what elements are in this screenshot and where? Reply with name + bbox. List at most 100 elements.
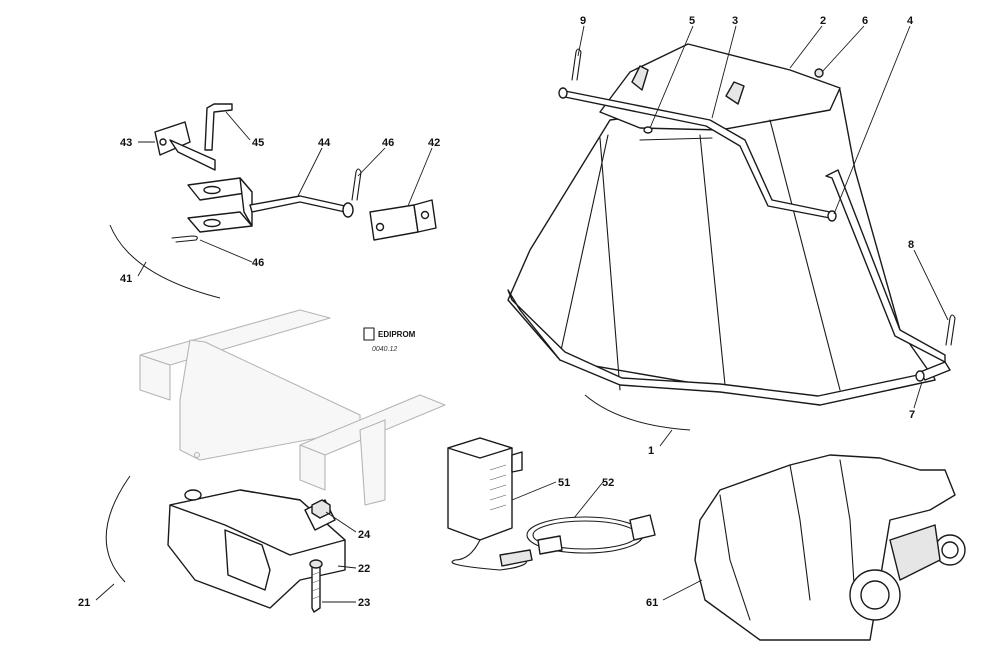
leader-24 (325, 511, 357, 533)
callout-23: 23 (358, 597, 370, 609)
hitch-rod-44 (249, 195, 346, 213)
bag-seam (699, 134, 726, 386)
callout-3: 3 (732, 15, 738, 27)
leader-46-upper (357, 147, 386, 177)
handle-end (558, 87, 568, 99)
mower-deck (889, 524, 941, 581)
callout-22: 22 (358, 563, 370, 575)
group-arc-41 (109, 224, 221, 299)
callout-42: 42 (428, 137, 440, 149)
callout-2: 2 (820, 15, 826, 27)
leader-8 (913, 249, 949, 321)
leader-3 (711, 25, 737, 119)
callout-21: 21 (78, 597, 90, 609)
leader-41 (137, 261, 147, 277)
angle-bracket-42 (369, 204, 419, 241)
callout-61: 61 (646, 597, 658, 609)
charger-cord (451, 539, 528, 571)
rear-wheel-hub (941, 541, 959, 559)
callout-46-upper: 46 (382, 137, 394, 149)
weight-boss (184, 489, 202, 501)
leader-6 (821, 25, 865, 73)
leader-7 (913, 381, 923, 409)
mains-plug (629, 514, 656, 541)
charger-assembly (447, 437, 656, 571)
callout-labels: 9 5 3 2 6 4 8 7 1 43 45 44 46 42 46 41 5… (78, 15, 915, 609)
knob-6 (814, 68, 824, 78)
leader-21 (95, 583, 115, 601)
callout-45: 45 (252, 137, 264, 149)
top-tab-left (631, 65, 649, 91)
frame-plate (179, 339, 361, 461)
leader-44 (297, 147, 323, 197)
callout-1: 1 (648, 445, 654, 457)
leader-4 (833, 25, 911, 215)
hitch-pin-45 (204, 103, 233, 151)
charger-prongs (511, 451, 523, 473)
bracket-hole (203, 185, 221, 195)
frame-leg (359, 419, 386, 506)
bag-seam (769, 119, 841, 391)
bracket-hole-42a (375, 222, 385, 232)
bracket-side (239, 177, 253, 227)
side-frame-bar (825, 169, 946, 363)
r-clip-46-upper (351, 168, 362, 201)
pin-7-end (915, 370, 925, 382)
weight-assembly (105, 475, 346, 613)
leader-61 (662, 579, 703, 601)
bracket-hole-42b (420, 210, 430, 220)
cable-connector (537, 535, 563, 555)
r-clip-9 (571, 48, 582, 81)
callout-24: 24 (358, 529, 371, 541)
grass-catcher-assembly (507, 43, 956, 431)
bag-seam (599, 137, 621, 391)
weight-handle-recess (224, 529, 271, 591)
leader-9 (577, 25, 585, 57)
hitch-assembly (109, 103, 437, 299)
frame-rail-lower-end (299, 444, 326, 491)
r-clip-8 (945, 314, 956, 346)
cover-folds (719, 459, 856, 621)
leader-lines (95, 25, 949, 603)
frame-bolt (193, 451, 201, 459)
callout-41: 41 (120, 273, 132, 285)
tractor-frame-ghost (139, 309, 446, 506)
leader-22 (337, 565, 357, 569)
callout-5: 5 (689, 15, 695, 27)
callout-4: 4 (907, 15, 914, 27)
bag-seam (639, 137, 713, 141)
pin-5 (643, 126, 653, 134)
charger-vents (489, 464, 507, 511)
tractor-cover-61 (694, 454, 956, 641)
group-arc-21 (105, 475, 131, 583)
logo-mark (363, 327, 375, 341)
bracket-hole-lower (203, 218, 221, 228)
leader-42 (407, 147, 433, 207)
bolt-head (309, 559, 323, 569)
bolt-hole (159, 138, 167, 146)
callout-46-lower: 46 (252, 257, 264, 269)
leader-52 (573, 481, 604, 519)
bag-seam (559, 134, 609, 356)
callout-7: 7 (909, 409, 915, 421)
charger-top (447, 437, 513, 459)
leader-2 (789, 25, 823, 69)
leader-46-lower (199, 239, 253, 263)
logo-code: 0040.12 (372, 346, 397, 353)
top-tab-right (725, 81, 745, 105)
leader-45 (225, 111, 251, 141)
frame-rail-end (139, 354, 171, 401)
publisher-logo: EDIPROM 0040.12 (363, 327, 416, 353)
callout-51: 51 (558, 477, 570, 489)
leader-51 (511, 481, 557, 501)
callout-8: 8 (908, 239, 914, 251)
hitch-tube (169, 139, 216, 171)
nut-24 (311, 499, 331, 519)
r-clip-46-lower (171, 235, 198, 243)
bolt-thread (311, 571, 321, 600)
tractor-cover-assembly (694, 454, 966, 641)
callout-9: 9 (580, 15, 586, 27)
callout-43: 43 (120, 137, 132, 149)
